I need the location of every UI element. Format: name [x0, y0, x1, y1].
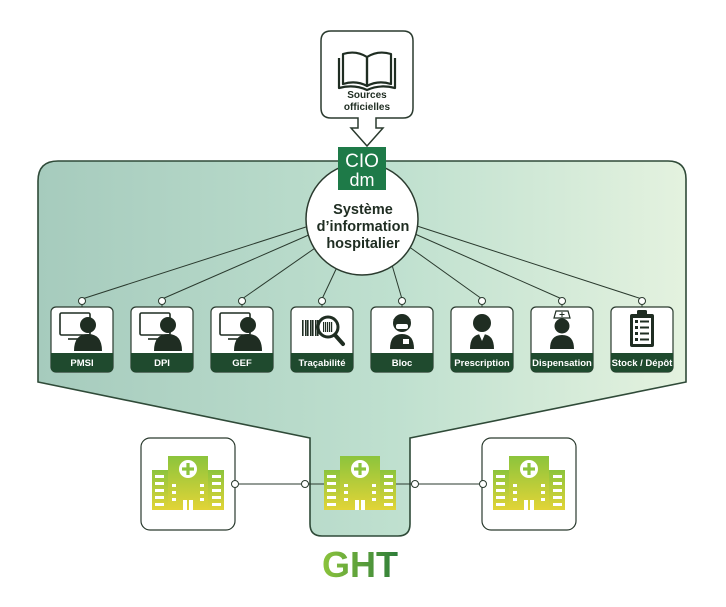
module-row: PMSI DPI GEF Traçabilité Bloc Prescription Dis…: [50, 297, 674, 373]
module-card-1: PMSI: [50, 297, 114, 373]
hospital-card-1: [140, 437, 236, 531]
module-connector-dot: [638, 297, 646, 305]
module-label: Dispensation: [532, 358, 592, 369]
module-card-5: Bloc: [370, 297, 434, 373]
hub-label-line2: d’information: [317, 219, 410, 235]
module-card-6: Prescription: [450, 297, 514, 373]
module-label-band: [611, 353, 673, 372]
hospital-card-2: [324, 456, 396, 510]
module-connector-dot: [78, 297, 86, 305]
ght-label: GHT: [322, 544, 398, 585]
user-computer-icon: [59, 312, 102, 351]
module-card-2: DPI: [130, 297, 194, 373]
hub-label-line3: hospitalier: [326, 236, 400, 252]
sources-label-line1: Sources: [347, 90, 387, 101]
module-card-8: Stock / Dépôt: [610, 297, 674, 373]
sources-label-line2: officielles: [344, 102, 391, 113]
module-card-4: Traçabilité: [290, 297, 354, 373]
hospital-connector-dot: [301, 480, 309, 488]
module-label: Bloc: [392, 358, 413, 369]
hospital-building-icon: [152, 456, 224, 510]
module-label: Stock / Dépôt: [612, 358, 674, 369]
module-label-band: [211, 353, 273, 372]
hospital-card-3: [481, 437, 577, 531]
information-system-panel: [37, 160, 687, 537]
module-connector-dot: [238, 297, 246, 305]
module-connector-dot: [398, 297, 406, 305]
hub-label-line1: Système: [333, 202, 393, 218]
module-connector-dot: [558, 297, 566, 305]
hospital-connector-dot: [411, 480, 419, 488]
module-label-band: [451, 353, 513, 372]
user-computer-icon: [219, 312, 262, 351]
barcode-magnifier-icon: [302, 315, 345, 346]
user-computer-icon: [139, 312, 182, 351]
module-label: Prescription: [454, 358, 510, 369]
hub-connectors: [81, 225, 643, 300]
module-label-band: [531, 353, 593, 372]
hospital-building-icon: [324, 456, 396, 510]
hospital-connector-dot: [231, 480, 239, 488]
module-label-band: [131, 353, 193, 372]
hospital-row: [140, 437, 577, 531]
module-connector-dot: [478, 297, 486, 305]
module-label-band: [371, 353, 433, 372]
logo-line2: dm: [349, 170, 374, 190]
module-label: GEF: [232, 358, 252, 369]
module-label: DPI: [154, 358, 170, 369]
module-label: Traçabilité: [299, 358, 346, 369]
cio-dm-logo: CIO dm: [338, 147, 386, 190]
clipboard-checklist-icon: [630, 310, 654, 347]
module-card-3: GEF: [210, 297, 274, 373]
open-book-icon: [337, 51, 397, 92]
module-connector-dot: [318, 297, 326, 305]
module-label-band: [51, 353, 113, 372]
hospital-connector-dot: [479, 480, 487, 488]
sources-officielles-box: Sources officielles: [320, 30, 414, 148]
module-label-band: [291, 353, 353, 372]
surgeon-icon: [390, 314, 414, 349]
hospital-building-icon: [493, 456, 565, 510]
logo-line1: CIO: [345, 151, 379, 172]
nurse-icon: [550, 310, 574, 349]
module-label: PMSI: [70, 358, 93, 369]
doctor-icon: [470, 314, 494, 349]
module-connector-dot: [158, 297, 166, 305]
module-card-7: Dispensation: [530, 297, 594, 373]
